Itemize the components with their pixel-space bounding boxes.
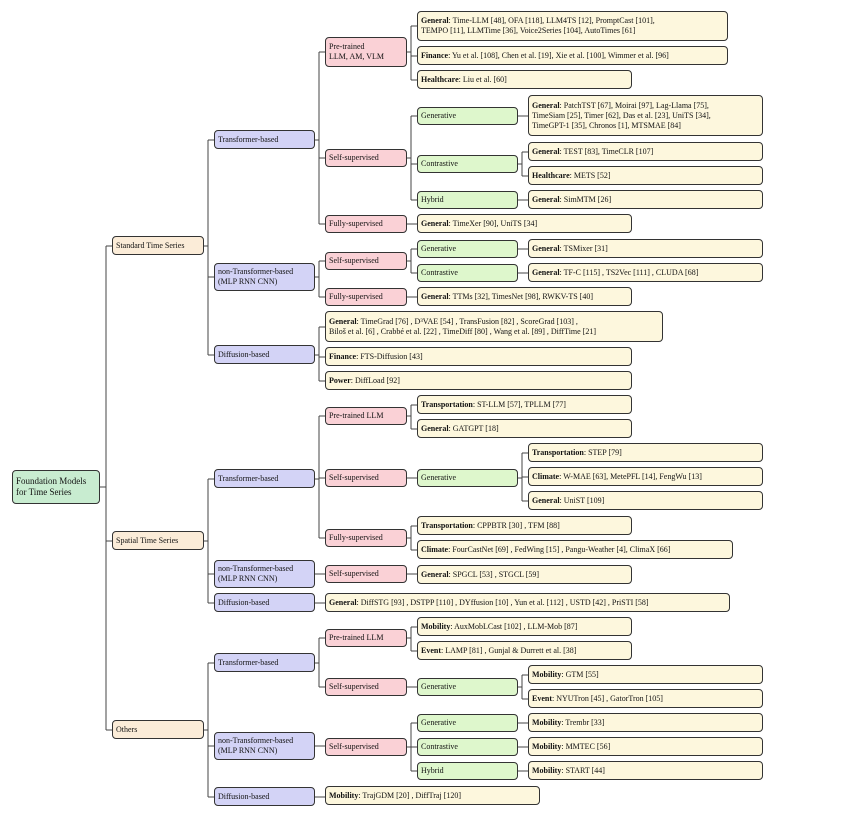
- node-standard-time-series: Standard Time Series: [112, 236, 204, 255]
- leaf-ot-diffusion-mobility: Mobility: TrajGDM [20] , DiffTraj [120]: [325, 786, 540, 805]
- leaf-std-pretrained-finance: Finance: Yu et al. [108], Chen et al. [1…: [417, 46, 728, 65]
- leaf-sp-generative-climate: Climate: W-MAE [63], MetePFL [14], FengW…: [528, 467, 763, 486]
- leaf-sp-fullysup-climate: Climate: FourCastNet [69] , FedWing [15]…: [417, 540, 733, 559]
- node-std-tr-hybrid: Hybrid: [417, 191, 518, 209]
- node-std-nt-contrastive: Contrastive: [417, 264, 518, 282]
- leaf-sp-diffusion-general: General: DiffSTG [93] , DSTPP [110] , DY…: [325, 593, 730, 612]
- node-ot-transformer: Transformer-based: [214, 653, 315, 672]
- leaf-sp-pretrained-transportation: Transportation: ST-LLM [57], TPLLM [77]: [417, 395, 632, 414]
- node-ot-nt-selfsup: Self-supervised: [325, 738, 407, 756]
- node-ot-tr-selfsup: Self-supervised: [325, 678, 407, 696]
- leaf-std-contrastive-general: General: TEST [83], TimeCLR [107]: [528, 142, 763, 161]
- leaf-std-hybrid-general: General: SimMTM [26]: [528, 190, 763, 209]
- leaf-ot-nt-contrastive-mobility: Mobility: MMTEC [56]: [528, 737, 763, 756]
- node-std-nt-generative: Generative: [417, 240, 518, 258]
- node-sp-transformer: Transformer-based: [214, 469, 315, 488]
- leaf-sp-generative-transportation: Transportation: STEP [79]: [528, 443, 763, 462]
- node-std-tr-contrastive: Contrastive: [417, 155, 518, 173]
- leaf-ot-generative-event: Event: NYUTron [45] , GatorTron [105]: [528, 689, 763, 708]
- node-ot-tr-pretrained: Pre-trained LLM: [325, 629, 407, 647]
- leaf-std-diffusion-power: Power: DiffLoad [92]: [325, 371, 632, 390]
- node-ot-nt-generative: Generative: [417, 714, 518, 732]
- node-std-nt-selfsup: Self-supervised: [325, 252, 407, 270]
- leaf-sp-pretrained-general: General: GATGPT [18]: [417, 419, 632, 438]
- leaf-std-pretrained-general: General: Time-LLM [48], OFA [118], LLM4T…: [417, 11, 728, 41]
- node-sp-non-transformer: non-Transformer-based (MLP RNN CNN): [214, 560, 315, 588]
- node-sp-tr-selfsup: Self-supervised: [325, 469, 407, 487]
- node-sp-tr-fullysup: Fully-supervised: [325, 529, 407, 547]
- node-ot-diffusion: Diffusion-based: [214, 787, 315, 806]
- node-std-tr-generative: Generative: [417, 107, 518, 125]
- node-std-tr-selfsup: Self-supervised: [325, 149, 407, 167]
- node-ot-nt-contrastive: Contrastive: [417, 738, 518, 756]
- leaf-std-nt-contrastive-general: General: TF-C [115] , TS2Vec [111] , CLU…: [528, 263, 763, 282]
- leaf-std-generative-general: General: PatchTST [67], Moirai [97], Lag…: [528, 95, 763, 136]
- node-others: Others: [112, 720, 204, 739]
- leaf-ot-pretrained-event: Event: LAMP [81] , Gunjal & Durrett et a…: [417, 641, 632, 660]
- node-spatial-time-series: Spatial Time Series: [112, 531, 204, 550]
- node-std-tr-pretrained: Pre-trained LLM, AM, VLM: [325, 37, 407, 67]
- leaf-sp-fullysup-transportation: Transportation: CPPBTR [30] , TFM [88]: [417, 516, 632, 535]
- leaf-std-diffusion-finance: Finance: FTS-Diffusion [43]: [325, 347, 632, 366]
- node-std-nt-fullysup: Fully-supervised: [325, 288, 407, 306]
- node-ot-nt-hybrid: Hybrid: [417, 762, 518, 780]
- leaf-std-diffusion-general: General: TimeGrad [76] , D³VAE [54] , Tr…: [325, 311, 663, 342]
- node-std-tr-fullysup: Fully-supervised: [325, 215, 407, 233]
- node-sp-nt-selfsup: Self-supervised: [325, 565, 407, 583]
- node-std-transformer: Transformer-based: [214, 130, 315, 149]
- leaf-ot-generative-mobility: Mobility: GTM [55]: [528, 665, 763, 684]
- leaf-ot-nt-hybrid-mobility: Mobility: START [44]: [528, 761, 763, 780]
- node-std-diffusion: Diffusion-based: [214, 345, 315, 364]
- leaf-ot-pretrained-mobility: Mobility: AuxMobLCast [102] , LLM-Mob [8…: [417, 617, 632, 636]
- leaf-ot-nt-generative-mobility: Mobility: Trembr [33]: [528, 713, 763, 732]
- leaf-sp-nt-selfsup-general: General: SPGCL [53] , STGCL [59]: [417, 565, 632, 584]
- node-sp-diffusion: Diffusion-based: [214, 593, 315, 612]
- node-sp-tr-generative: Generative: [417, 469, 518, 487]
- leaf-std-nt-generative-general: General: TSMixer [31]: [528, 239, 763, 258]
- leaf-std-fullysup-general: General: TimeXer [90], UniTS [34]: [417, 214, 632, 233]
- node-ot-tr-generative: Generative: [417, 678, 518, 696]
- leaf-std-contrastive-healthcare: Healthcare: METS [52]: [528, 166, 763, 185]
- node-std-non-transformer: non-Transformer-based (MLP RNN CNN): [214, 263, 315, 291]
- node-ot-non-transformer: non-Transformer-based (MLP RNN CNN): [214, 732, 315, 760]
- node-sp-tr-pretrained: Pre-trained LLM: [325, 407, 407, 425]
- leaf-std-nt-fullysup-general: General: TTMs [32], TimesNet [98], RWKV-…: [417, 287, 632, 306]
- leaf-sp-generative-general: General: UniST [109]: [528, 491, 763, 510]
- leaf-std-pretrained-healthcare: Healthcare: Liu et al. [60]: [417, 70, 632, 89]
- root-node: Foundation Models for Time Series: [12, 470, 100, 504]
